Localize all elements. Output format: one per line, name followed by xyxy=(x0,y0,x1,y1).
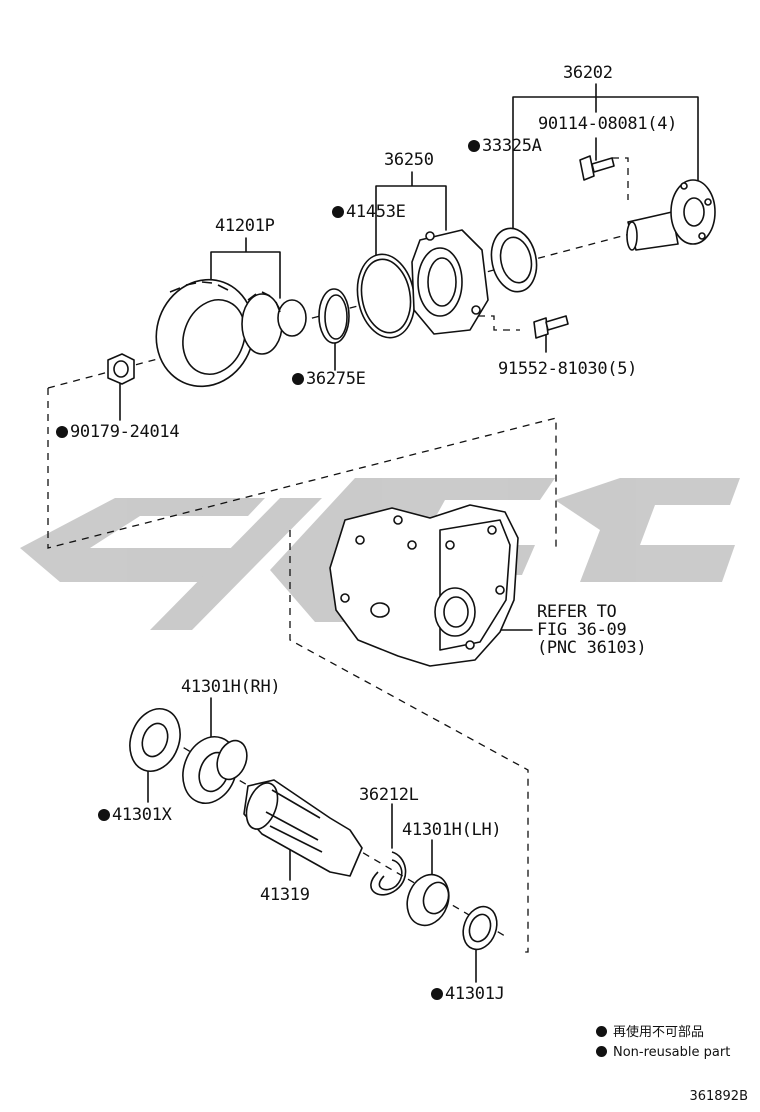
bearing-41301H-LH xyxy=(406,873,450,927)
label-41319: 41319 xyxy=(260,885,310,905)
bolt-90114 xyxy=(579,155,615,181)
o-ring-41453E xyxy=(356,253,416,339)
legend-row-jp: 再使用不可部品 xyxy=(596,1025,730,1041)
label-41201P: 41201P xyxy=(215,216,275,236)
non-reusable-dot-icon xyxy=(431,988,443,1000)
label-41453E: 41453E xyxy=(332,203,406,221)
leader-41201P xyxy=(210,237,281,299)
dash-bolt-lower xyxy=(478,315,520,331)
refer-line-2: FIG 36-09 xyxy=(537,620,627,640)
bolt-91552 xyxy=(533,315,569,339)
shim-41301X xyxy=(129,708,181,772)
shim-36275E xyxy=(318,288,350,344)
non-reusable-dot-icon xyxy=(56,426,68,438)
ring-gear-41201P xyxy=(155,278,255,388)
flange-36202 xyxy=(626,179,716,251)
label-41301H-LH: 41301H(LH) xyxy=(402,820,502,840)
housing-36103 xyxy=(329,504,519,667)
label-36250: 36250 xyxy=(384,150,434,170)
shim-41301J xyxy=(462,905,498,951)
label-41301J: 41301J xyxy=(431,985,505,1003)
non-reusable-dot-icon xyxy=(468,140,480,152)
legend-row-en: Non-reusable part xyxy=(596,1045,730,1061)
label-90179: 90179-24014 xyxy=(56,423,180,441)
refer-line-1: REFER TO xyxy=(537,602,617,622)
snap-ring-36212L xyxy=(370,851,407,896)
legend: 再使用不可部品 Non-reusable part xyxy=(596,1025,730,1061)
seal-33325A xyxy=(490,227,538,293)
label-36212L: 36212L xyxy=(359,785,419,805)
label-33325A: 33325A xyxy=(468,137,542,155)
refer-line-3: (PNC 36103) xyxy=(537,638,647,658)
non-reusable-dot-icon xyxy=(596,1026,607,1037)
non-reusable-dot-icon xyxy=(332,206,344,218)
shaft-41319 xyxy=(243,779,363,877)
dash-left-drop xyxy=(47,388,557,549)
pinion-gear xyxy=(241,291,307,355)
label-36275E: 36275E xyxy=(292,370,366,388)
label-91552: 91552-81030(5) xyxy=(498,359,638,379)
label-90114: 90114-08081(4) xyxy=(538,114,678,134)
dash-bolt-upper xyxy=(612,157,629,200)
nut-90179 xyxy=(107,353,135,385)
dash-axis-upper xyxy=(47,225,661,389)
label-41301X: 41301X xyxy=(98,806,172,824)
label-36202: 36202 xyxy=(563,63,613,83)
case-36250 xyxy=(411,229,489,335)
bearing-41301H-RH xyxy=(182,736,248,804)
non-reusable-dot-icon xyxy=(292,373,304,385)
refer-note: REFER TO FIG 36-09 (PNC 36103) xyxy=(537,602,647,658)
non-reusable-dot-icon xyxy=(596,1046,607,1057)
leader-36250 xyxy=(375,171,447,256)
label-41301H-RH: 41301H(RH) xyxy=(181,677,281,697)
figure-code: 361892B xyxy=(689,1089,748,1104)
non-reusable-dot-icon xyxy=(98,809,110,821)
dash-lower-box xyxy=(289,530,529,953)
leader-36202 xyxy=(512,83,699,233)
